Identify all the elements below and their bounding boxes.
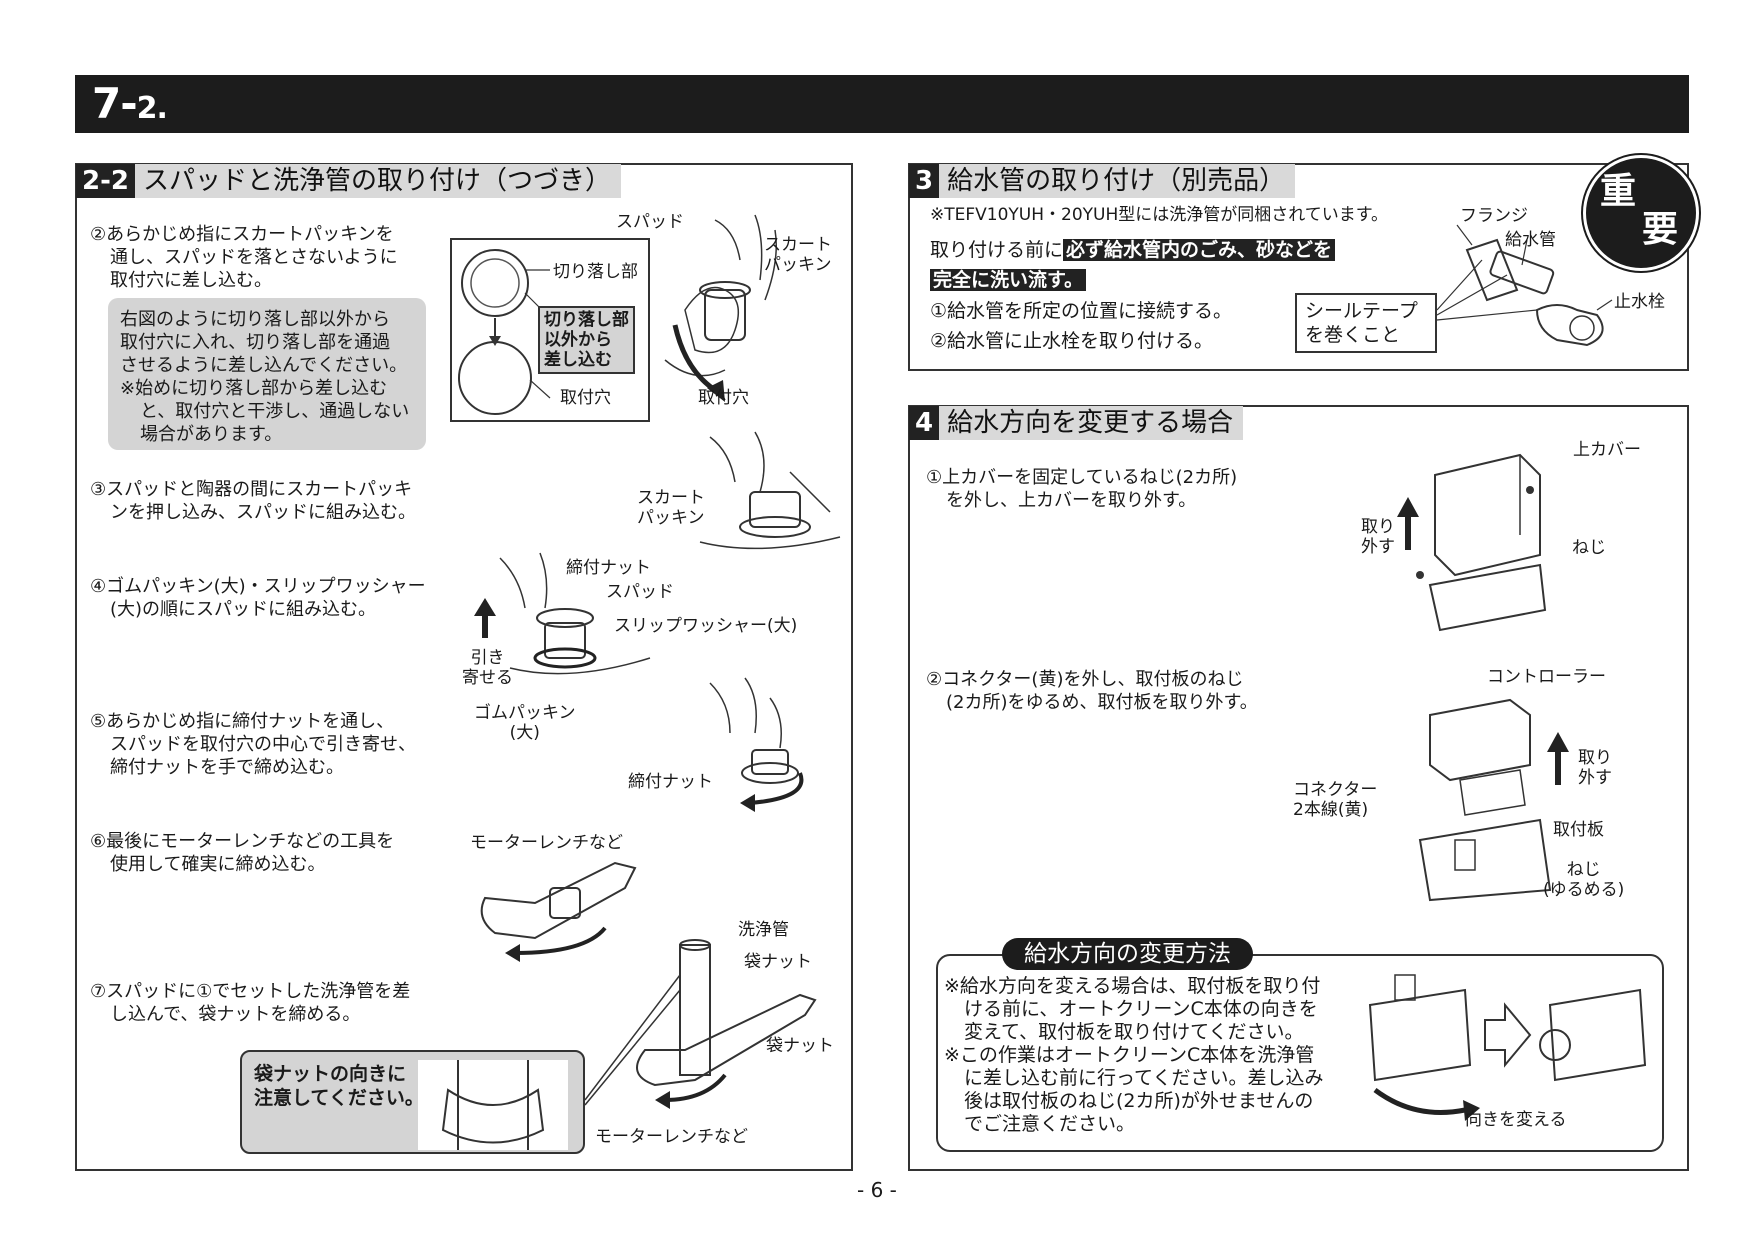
press-skirt-illustration [699,431,841,550]
washer-assembly-illustration [474,552,651,675]
wrench-illustration [480,861,637,962]
label-mount-plate: 取付板 [1553,820,1604,840]
section-4-step-2: ②コネクター(黄)を外し、取付板のねじ (2カ所)をゆるめ、取付板を取り外す。 [926,669,1258,713]
caution-text: 袋ナットの向きに 注意してください。 [254,1063,424,1109]
section-number: 2-2 [76,164,135,198]
section-3-step-1: ①給水管を所定の位置に接続する。 [930,300,1233,322]
spud-insertion-diagram [450,238,650,422]
bag-nut-closeup [418,1060,568,1150]
label-tightening-nut: 締付ナット [566,558,651,578]
section-title: 給水方向を変更する場合 [947,408,1234,438]
label-skirt-packing-3: スカート パッキン [637,488,705,528]
label-controller: コントローラー [1487,667,1606,687]
important-badge: 重 要 [1583,155,1699,271]
controller-illustration [1418,698,1569,902]
label-spud-4: スパッド [606,582,674,602]
label-mount-hole: 取付穴 [560,388,611,408]
label-except-cut: 切り落し部 以外から 差し込む [538,306,635,374]
label-tightening-nut-5: 締付ナット [628,772,713,792]
section-4-heading: 4 給水方向を変更する場合 [909,406,1244,440]
method-box [936,954,1664,1152]
label-screw-loosen: ねじ (ゆるめる) [1543,860,1625,900]
top-cover-illustration [1397,453,1547,632]
method-text: ※給水方向を変える場合は、取付板を取り付 ける前に、オートクリーンC本体の向きを… [944,975,1324,1135]
method-title: 給水方向の変更方法 [1002,938,1253,970]
step-4-text: ④ゴムパッキン(大)・スリップワッシャー (大)の順にスパッドに組み込む。 [90,576,426,620]
section-3-heading: 3 給水管の取り付け（別売品） [909,164,1296,198]
label-wrench-7: モーターレンチなど [595,1127,748,1147]
wash-instruction: 取り付ける前に必ず給水管内のごみ、砂などを 完全に洗い流す。 [930,235,1336,295]
header-bar [75,75,1689,133]
panel-4 [908,405,1689,1171]
rotate-body-illustration [1368,974,1647,1121]
label-remove-1: 取り 外す [1361,517,1395,557]
spud-ring-illustration [458,249,551,415]
label-flush-pipe: 洗浄管 [738,920,789,940]
seal-tape-box: シールテープ を巻くこと [1295,293,1437,353]
supply-pipe-illustration [1436,224,1613,347]
label-pull-in: 引き 寄せる [462,648,513,688]
label-remove-2: 取り 外す [1578,748,1612,788]
label-mount-hole-2: 取付穴 [698,388,749,408]
step-6-text: ⑥最後にモーターレンチなどの工具を 使用して確実に締め込む。 [90,831,395,875]
label-spud: スパッド [616,212,684,232]
hand-spud-illustration [664,214,777,402]
label-top-cover: 上カバー [1573,440,1641,460]
label-skirt-packing: スカート パッキン [764,235,832,275]
label-slip-washer: スリップワッシャー(大) [614,616,798,636]
label-flange: フランジ [1460,206,1528,226]
label-change-direction: 向きを変える [1465,1110,1567,1130]
section-number: 4 [909,406,940,440]
tighten-nut-illustration [709,677,804,812]
page-section-title: 7-2. [92,79,168,128]
step-2-text: ②あらかじめ指にスカートパッキンを 通し、スパッドを落とさないように 取付穴に差… [90,224,398,291]
step-3-text: ③スパッドと陶器の間にスカートパッキ ンを押し込み、スパッドに組み込む。 [90,479,416,523]
label-screw-1: ねじ [1572,538,1606,558]
label-bag-nut: 袋ナット [744,952,812,972]
section-number: 3 [909,164,940,198]
label-cut-part: 切り落し部 [553,262,638,282]
page-number: - 6 - [857,1178,897,1202]
label-rubber-packing: ゴムパッキン (大) [474,703,576,743]
step-7-text: ⑦スパッドに①でセットした洗浄管を差 し込んで、袋ナットを締める。 [90,981,411,1025]
section-title: スパッドと洗浄管の取り付け（つづき） [142,166,611,196]
insertion-note: 右図のように切り落し部以外から 取付穴に入れ、切り落し部を通過 させるように差し… [108,298,426,450]
section-2-2-heading: 2-2 スパッドと洗浄管の取り付け（つづき） [76,164,621,198]
section-3-step-2: ②給水管に止水栓を取り付ける。 [930,330,1214,352]
step-5-text: ⑤あらかじめ指に締付ナットを通し、 スパッドを取付穴の中心で引き寄せ、 締付ナッ… [90,711,416,778]
section-4-step-1: ①上カバーを固定しているねじ(2カ所) を外し、上カバーを取り外す。 [926,467,1238,511]
label-wrench: モーターレンチなど [470,833,623,853]
bundled-note: ※TEFV10YUH・20YUH型には洗浄管が同梱されています。 [930,205,1389,225]
section-title: 給水管の取り付け（別売品） [947,166,1286,196]
label-bag-nut-2: 袋ナット [766,1036,834,1056]
label-supply-pipe: 給水管 [1505,230,1556,250]
label-connector: コネクター 2本線(黄) [1293,780,1378,820]
flush-pipe-illustration [584,939,817,1109]
label-stop-valve: 止水栓 [1614,292,1665,312]
